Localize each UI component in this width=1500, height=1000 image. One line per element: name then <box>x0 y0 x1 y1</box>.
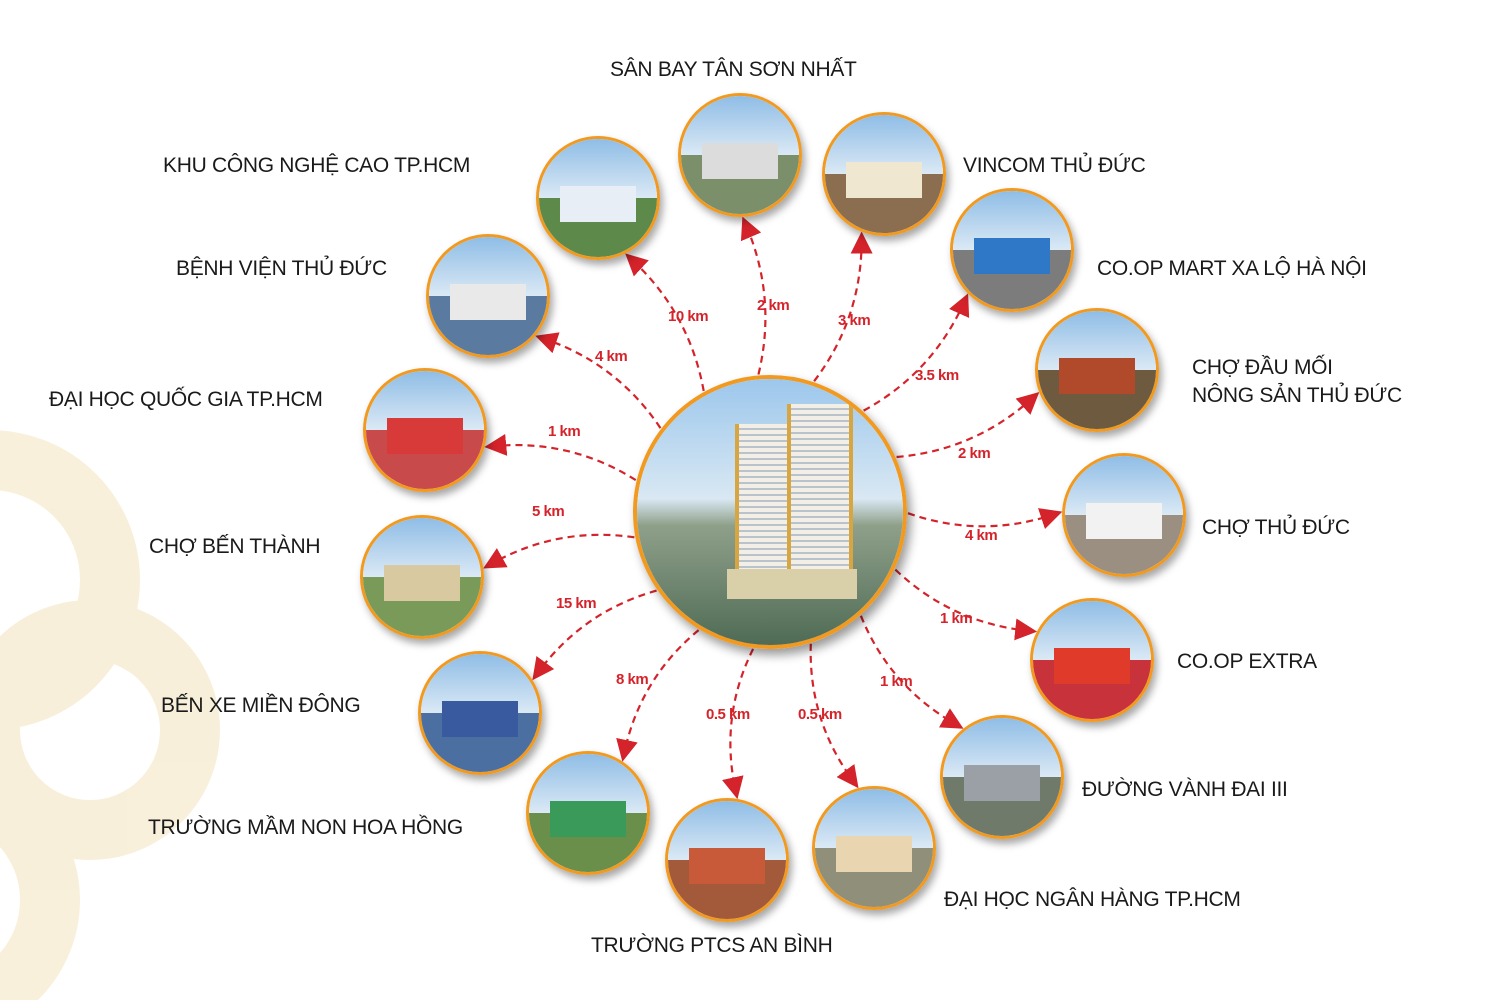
distance-arrow <box>809 643 859 789</box>
destination-label: BỆNH VIỆN THỦ ĐỨC <box>176 255 387 283</box>
destination-name: CO.OP MART XA LỘ HÀ NỘI <box>1097 257 1367 280</box>
destination-label: CHỢ THỦ ĐỨC <box>1202 514 1350 542</box>
destination-name: ĐƯỜNG VÀNH ĐAI III <box>1082 778 1288 801</box>
destination-label: ĐẠI HỌC QUỐC GIA TP.HCM <box>49 386 323 414</box>
destination-name: BỆNH VIỆN THỦ ĐỨC <box>176 257 387 280</box>
destination-name: CHỢ THỦ ĐỨC <box>1202 516 1350 539</box>
destination-name: ĐẠI HỌC QUỐC GIA TP.HCM <box>49 388 323 411</box>
distance-label: 15 km <box>556 595 597 612</box>
destination-photo <box>822 112 946 236</box>
distance-label: 4 km <box>965 527 998 544</box>
destination-name: VINCOM THỦ ĐỨC <box>963 154 1146 177</box>
destination-label: BẾN XE MIỀN ĐÔNG <box>161 692 361 720</box>
destination-photo <box>536 136 660 260</box>
destination-name: TRƯỜNG PTCS AN BÌNH <box>591 934 833 957</box>
destination-label: CHỢ ĐẦU MỐI NÔNG SẢN THỦ ĐỨC <box>1192 354 1402 410</box>
destination-label: SÂN BAY TÂN SƠN NHẤT <box>610 56 857 84</box>
destination-label: CO.OP MART XA LỘ HÀ NỘI <box>1097 255 1367 283</box>
distance-label: 1 km <box>880 673 913 690</box>
destination-label: CO.OP EXTRA <box>1177 648 1317 676</box>
destination-photo <box>418 651 542 775</box>
destination-name: TRƯỜNG MẦM NON HOA HỒNG <box>148 816 463 839</box>
project-tower-image <box>633 375 907 649</box>
distance-label: 5 km <box>532 503 565 520</box>
destination-photo <box>1035 308 1159 432</box>
destination-photo <box>1062 453 1186 577</box>
distance-arrow <box>896 391 1040 459</box>
distance-arrow <box>740 216 767 375</box>
destination-photo <box>360 515 484 639</box>
distance-arrow <box>907 508 1063 530</box>
destination-name: CO.OP EXTRA <box>1177 650 1317 673</box>
destination-photo <box>950 188 1074 312</box>
distance-arrow <box>483 533 635 569</box>
destination-photo <box>426 234 550 358</box>
distance-label: 1 km <box>940 610 973 627</box>
destination-name: CHỢ BẾN THÀNH <box>149 535 321 558</box>
destination-name: SÂN BAY TÂN SƠN NHẤT <box>610 58 857 81</box>
distance-label: 3.5 km <box>915 367 959 384</box>
destination-name: CHỢ ĐẦU MỐI <box>1192 356 1333 379</box>
destination-label: TRƯỜNG MẦM NON HOA HỒNG <box>148 814 463 842</box>
distance-label: 4 km <box>595 348 628 365</box>
distance-arrow <box>484 433 637 482</box>
destination-label: ĐƯỜNG VÀNH ĐAI III <box>1082 776 1288 804</box>
destination-label: TRƯỜNG PTCS AN BÌNH <box>591 932 833 960</box>
distance-label: 0.5 km <box>798 706 842 723</box>
destination-photo <box>678 93 802 217</box>
distance-arrow <box>722 648 755 800</box>
distance-arrow <box>813 231 873 382</box>
distance-arrow <box>625 253 705 392</box>
destination-name: KHU CÔNG NGHỆ CAO TP.HCM <box>163 154 471 177</box>
distance-label: 1 km <box>548 423 581 440</box>
destination-photo <box>526 751 650 875</box>
destination-photo <box>812 786 936 910</box>
distance-arrow <box>894 568 1038 641</box>
destination-photo <box>363 368 487 492</box>
distance-label: 2 km <box>757 297 790 314</box>
destination-name-line2: NÔNG SẢN THỦ ĐỨC <box>1192 384 1402 407</box>
distance-label: 0.5 km <box>706 706 750 723</box>
watermark-logo <box>0 430 220 1000</box>
destination-photo <box>665 798 789 922</box>
distance-label: 2 km <box>958 445 991 462</box>
distance-label: 10 km <box>668 308 709 325</box>
destination-name: ĐẠI HỌC NGÂN HÀNG TP.HCM <box>944 888 1241 911</box>
distance-label: 3 km <box>838 312 871 329</box>
destination-label: VINCOM THỦ ĐỨC <box>963 152 1146 180</box>
distance-label: 8 km <box>616 671 649 688</box>
destination-label: KHU CÔNG NGHỆ CAO TP.HCM <box>163 152 470 180</box>
destination-name: BẾN XE MIỀN ĐÔNG <box>161 694 361 717</box>
destination-photo <box>1030 598 1154 722</box>
destination-photo <box>940 715 1064 839</box>
distance-arrow <box>616 629 700 762</box>
destination-label: ĐẠI HỌC NGÂN HÀNG TP.HCM <box>944 886 1241 914</box>
destination-label: CHỢ BẾN THÀNH <box>149 533 321 561</box>
